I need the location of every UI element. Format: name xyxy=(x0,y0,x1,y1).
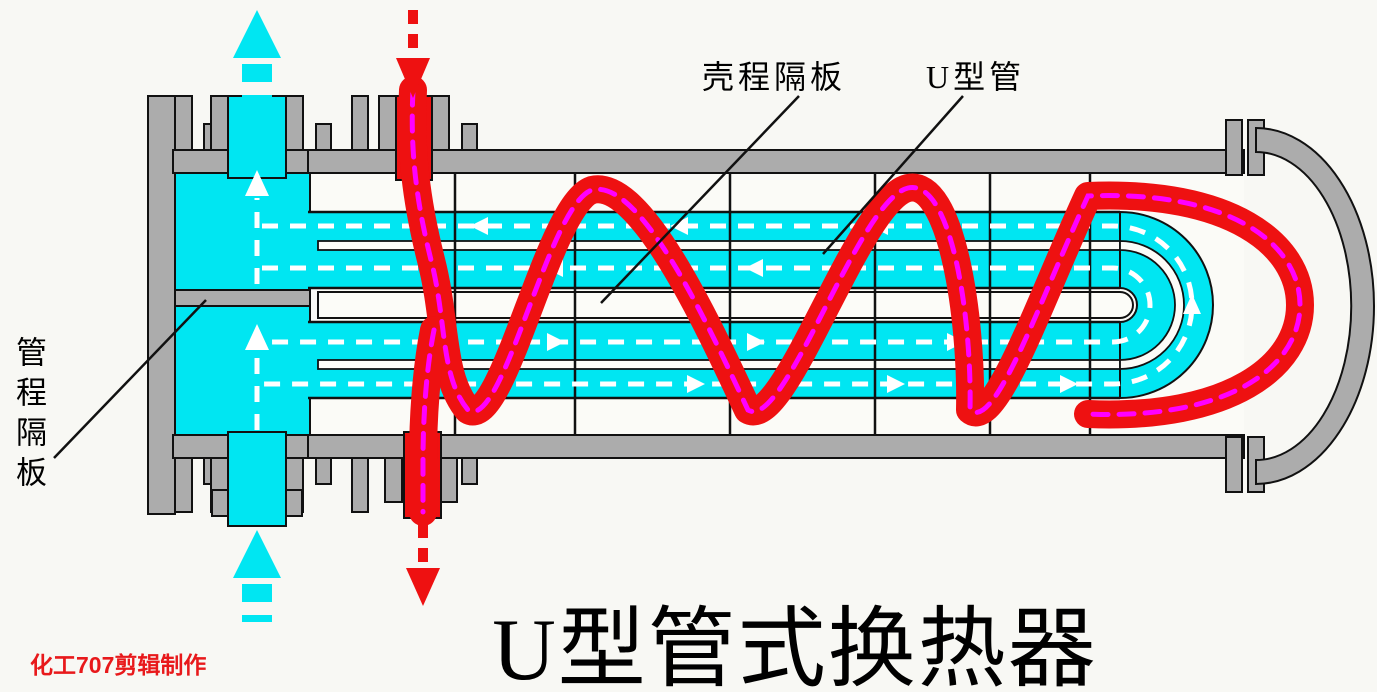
shell-outlet-arrow xyxy=(406,568,440,606)
inner-flow-line xyxy=(262,265,1153,345)
external-arrows xyxy=(233,10,440,622)
shell-flow-trace xyxy=(409,87,1303,417)
right-head-shell xyxy=(1255,126,1375,486)
label-shell-baffle: 壳程隔板 xyxy=(702,59,847,95)
bottom-flange-studs xyxy=(174,457,478,517)
tube-side-partition-plate xyxy=(174,289,311,307)
shell-bottom-wall xyxy=(307,434,1245,459)
diagram-title: U型管式换热器 xyxy=(492,602,1098,692)
shell-inlet-arrow xyxy=(396,58,430,98)
outer-flow-line xyxy=(262,223,1195,387)
u-tube-leader xyxy=(822,95,964,255)
label-tube-partition: 管程隔板 xyxy=(11,336,46,496)
label-u-tube: U型管 xyxy=(926,59,1026,95)
tube-outlet-arrow xyxy=(233,10,281,58)
shell-top-wall xyxy=(307,149,1245,174)
tube-inlet-arrow xyxy=(233,530,281,578)
shell-baffle-leader xyxy=(600,95,800,304)
tube-wall-bend xyxy=(1119,240,1185,370)
watermark: 化工707剪辑制作 xyxy=(30,652,207,678)
shell-flow-trace-outlet xyxy=(420,327,437,515)
tube-side-top-nozzle xyxy=(227,95,287,179)
shell-side-fluid xyxy=(395,76,1314,526)
tube-borders xyxy=(308,210,1120,400)
top-flange-studs xyxy=(174,95,478,151)
u-bend xyxy=(1119,210,1214,400)
tube-sheet xyxy=(147,95,176,515)
tube-partition-leader xyxy=(53,299,207,459)
leader-lines xyxy=(53,95,964,459)
tube-side-bottom-nozzle xyxy=(227,431,287,527)
